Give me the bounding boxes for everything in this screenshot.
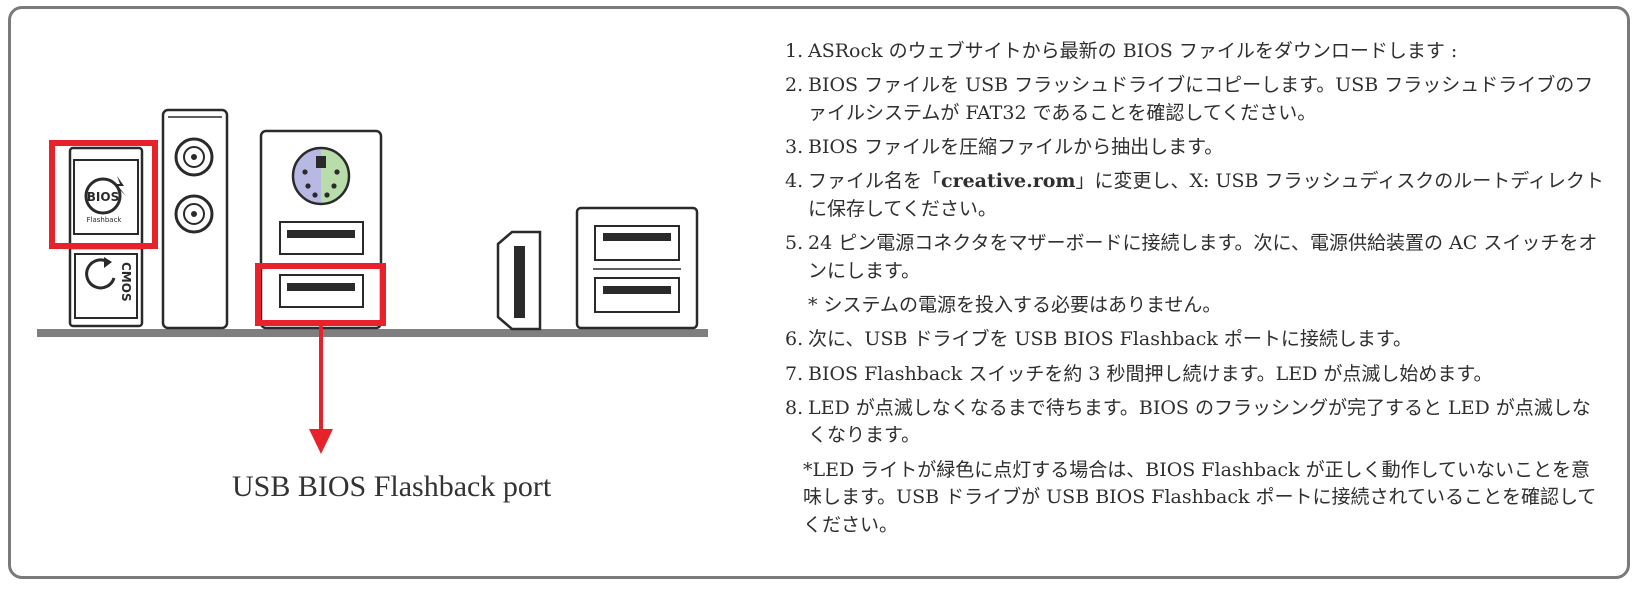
step-3: 3.BIOS ファイルを圧縮ファイルから抽出します。 — [785, 136, 1224, 159]
ps2-port[interactable] — [291, 146, 351, 206]
step-7: 7.BIOS Flashback スイッチを約 3 秒間押し続けます。LED が… — [785, 362, 1493, 385]
rear-io-diagram: BIOS Flashback CMOS — [37, 108, 708, 454]
bios-cmos-block: BIOS Flashback CMOS — [68, 146, 144, 328]
hdmi-port[interactable] — [496, 230, 542, 331]
usb-port-right-upper[interactable] — [594, 225, 680, 261]
cmos-button-label: CMOS — [119, 262, 133, 302]
ps2-usb-stack — [259, 129, 383, 330]
usb-bios-flashback-port[interactable] — [279, 274, 364, 308]
step-5: 5.24 ピン電源コネクタをマザーボードに接続します。次に、電源供給装置の AC… — [785, 232, 1598, 282]
bios-button-sublabel: Flashback — [87, 216, 123, 224]
usb-port-right-lower[interactable] — [594, 277, 680, 313]
usb-dual-stack — [575, 206, 699, 330]
port-caption: USB BIOS Flashback port — [232, 470, 552, 503]
bios-flashback-button[interactable]: BIOS Flashback — [73, 159, 139, 235]
io-baseline — [37, 329, 708, 337]
instruction-list: 1.ASRock のウェブサイトから最新の BIOS ファイルをダウンロードしま… — [775, 38, 1605, 539]
usb-port-upper[interactable] — [279, 221, 364, 255]
step-6: 6.次に、USB ドライブを USB BIOS Flashback ポートに接続… — [785, 328, 1412, 351]
step-2: 2.BIOS ファイルを USB フラッシュドライブにコピーします。USB フラ… — [785, 74, 1594, 124]
step-4: 4.ファイル名を「creative.rom」に変更し、X: USB フラッシュデ… — [785, 170, 1604, 220]
outer-frame — [8, 6, 1630, 579]
step-5-note: * システムの電源を投入する必要はありません。 — [808, 293, 1222, 316]
step-1: 1.ASRock のウェブサイトから最新の BIOS ファイルをダウンロードしま… — [785, 40, 1458, 62]
clear-cmos-button[interactable]: CMOS — [74, 253, 138, 319]
filename: creative.rom — [941, 170, 1076, 193]
final-note: *LED ライトが緑色に点灯する場合は、BIOS Flashback が正しく動… — [803, 458, 1597, 536]
antenna-port-2[interactable] — [174, 194, 214, 234]
down-arrow-icon — [309, 323, 333, 454]
bios-button-label: BIOS — [87, 190, 119, 204]
step-8: 8.LED が点滅しなくなるまで待ちます。BIOS のフラッシングが完了すると … — [785, 396, 1591, 447]
antenna-connectors — [161, 108, 229, 330]
lightning-icon — [114, 176, 126, 196]
bios-button-highlight — [49, 140, 158, 249]
antenna-port-1[interactable] — [174, 137, 214, 177]
refresh-icon — [85, 258, 116, 290]
